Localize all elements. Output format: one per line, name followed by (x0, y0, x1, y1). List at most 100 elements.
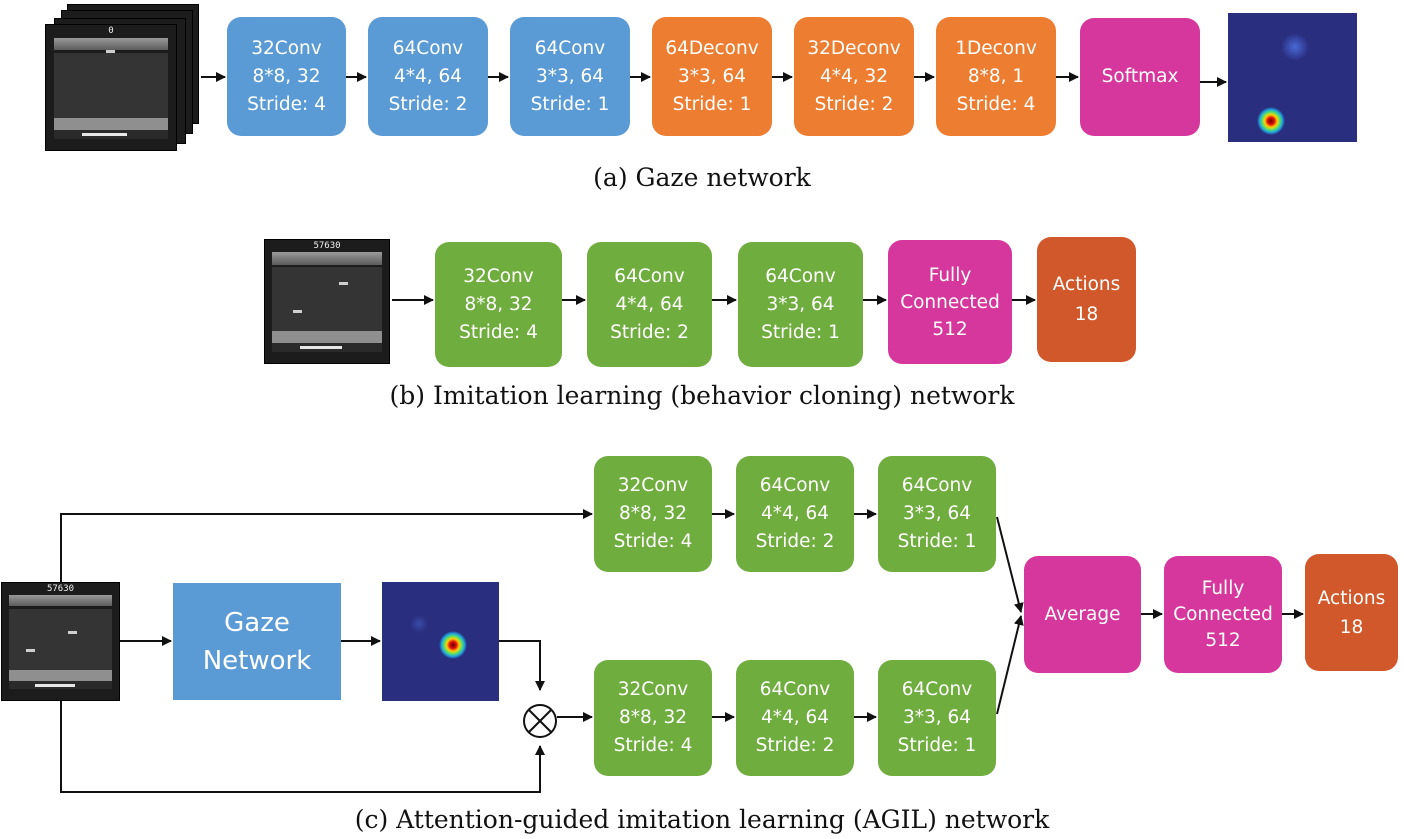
agil-bottom-conv-block-2: 64Conv 4*4, 64 Stride: 2 (736, 660, 854, 776)
block-title: 32Conv (617, 475, 689, 496)
imitation-input-frame: 57630 (264, 239, 390, 364)
heatmap-graphic (1257, 33, 1309, 135)
block-stride: Stride: 1 (897, 531, 977, 552)
block-stride: Stride: 2 (610, 321, 689, 343)
block-stride: Stride: 2 (388, 93, 468, 115)
arrow-c-bot-merge (996, 615, 1024, 715)
block-title: 64Conv (759, 679, 831, 700)
arrow-c-bottom-path (60, 701, 545, 793)
agil-top-conv-block-3: 64Conv 3*3, 64 Stride: 1 (878, 456, 996, 572)
block-stride: Stride: 1 (530, 93, 610, 115)
block-title: Fully (1201, 577, 1245, 599)
block-kernel: 4*4, 64 (393, 65, 463, 87)
block-kernel: 4*4, 64 (615, 293, 684, 315)
game-sky (272, 252, 382, 265)
agil-average-block: Average (1024, 556, 1141, 673)
block-stride: Stride: 4 (613, 735, 693, 756)
block-subtitle: Network (202, 645, 312, 676)
block-subtitle: Connected (900, 291, 1000, 313)
game-seafloor (53, 117, 169, 130)
game-oxygen-level (82, 132, 127, 137)
agil-top-conv-block-1: 32Conv 8*8, 32 Stride: 4 (594, 456, 712, 572)
caption-b: (b) Imitation learning (behavior cloning… (389, 381, 1015, 410)
imitation-conv-block-3: 64Conv 3*3, 64 Stride: 1 (738, 242, 863, 367)
block-count: 18 (1074, 303, 1099, 325)
block-kernel: 3*3, 64 (677, 65, 747, 87)
block-title: 64Conv (614, 265, 685, 287)
block-stride: Stride: 1 (897, 735, 977, 756)
block-stride: Stride: 4 (247, 93, 326, 115)
block-kernel: 4*4, 64 (760, 503, 830, 524)
heatmap-peak (439, 631, 467, 659)
game-seafloor (272, 331, 382, 344)
enemy-submarine (26, 649, 35, 652)
block-kernel: 8*8, 32 (464, 293, 533, 315)
gaze-deconv-block-3: 1Deconv 8*8, 1 Stride: 4 (936, 17, 1056, 136)
block-stride: Stride: 4 (956, 93, 1036, 115)
multiply-operator-icon (523, 704, 557, 738)
block-title: 64Conv (901, 679, 973, 700)
block-title: Softmax (1101, 66, 1179, 87)
block-title: Actions (1317, 587, 1386, 609)
block-kernel: 3*3, 64 (766, 293, 835, 315)
game-water (272, 267, 382, 331)
block-title: 64Conv (759, 475, 831, 496)
gaze-conv-block-3: 64Conv 3*3, 64 Stride: 1 (510, 17, 630, 136)
agil-bottom-conv-block-1: 32Conv 8*8, 32 Stride: 4 (594, 660, 712, 776)
heatmap-graphic (410, 615, 467, 659)
game-water (9, 608, 112, 670)
block-kernel: 4*4, 64 (760, 707, 830, 728)
block-title: 64Conv (901, 475, 973, 496)
player-submarine (106, 50, 115, 53)
gaze-heatmap-output (1228, 13, 1357, 142)
imitation-conv-block-1: 32Conv 8*8, 32 Stride: 4 (435, 242, 562, 367)
arrow-c-map-to-mult (499, 640, 545, 691)
block-title: 32Conv (617, 679, 689, 700)
game-score: 57630 (313, 241, 341, 252)
caption-c: (c) Attention-guided imitation learning … (354, 805, 1050, 834)
block-stride: Stride: 1 (761, 321, 840, 343)
agil-fc-block: Fully Connected 512 (1164, 556, 1282, 673)
game-score: 0 (108, 26, 114, 37)
agil-actions-block: Actions 18 (1305, 554, 1398, 671)
game-sky (53, 37, 169, 50)
block-title: 64Conv (392, 37, 464, 59)
game-seafloor (9, 669, 112, 682)
player-submarine (68, 631, 77, 634)
game-water (53, 52, 169, 118)
caption-a: (a) Gaze network (593, 163, 811, 192)
block-kernel: 8*8, 32 (618, 707, 688, 728)
agil-gaze-heatmap (382, 582, 499, 701)
block-kernel: 8*8, 32 (618, 503, 688, 524)
block-title: 1Deconv (955, 37, 1037, 59)
agil-input-frame: 57630 (1, 582, 120, 701)
block-kernel: 8*8, 1 (967, 65, 1025, 87)
arrow-c-top-merge (996, 516, 1024, 613)
block-units: 512 (1205, 629, 1241, 651)
block-count: 18 (1339, 616, 1364, 638)
game-frame-front: 0 (45, 24, 177, 151)
gaze-conv-block-1: 32Conv 8*8, 32 Stride: 4 (227, 17, 346, 136)
block-title: 64Conv (765, 265, 836, 287)
agil-bottom-conv-block-3: 64Conv 3*3, 64 Stride: 1 (878, 660, 996, 776)
arrow-c-top-path (60, 509, 593, 582)
block-title: 64Deconv (665, 37, 759, 59)
block-title: Fully (928, 264, 972, 286)
block-title: 32Conv (463, 265, 534, 287)
block-title: 32Conv (251, 37, 322, 59)
imitation-conv-block-2: 64Conv 4*4, 64 Stride: 2 (587, 242, 712, 367)
agil-gaze-network-block: Gaze Network (173, 583, 341, 700)
player-submarine (339, 282, 348, 285)
block-kernel: 3*3, 64 (535, 65, 605, 87)
block-title: Actions (1052, 273, 1121, 295)
block-stride: Stride: 4 (613, 531, 693, 552)
block-kernel: 3*3, 64 (902, 503, 972, 524)
block-kernel: 4*4, 32 (819, 65, 889, 87)
agil-top-conv-block-2: 64Conv 4*4, 64 Stride: 2 (736, 456, 854, 572)
block-stride: Stride: 2 (755, 735, 835, 756)
block-title: Average (1044, 603, 1121, 625)
gaze-deconv-block-2: 32Deconv 4*4, 32 Stride: 2 (794, 17, 914, 136)
block-stride: Stride: 4 (459, 321, 538, 343)
